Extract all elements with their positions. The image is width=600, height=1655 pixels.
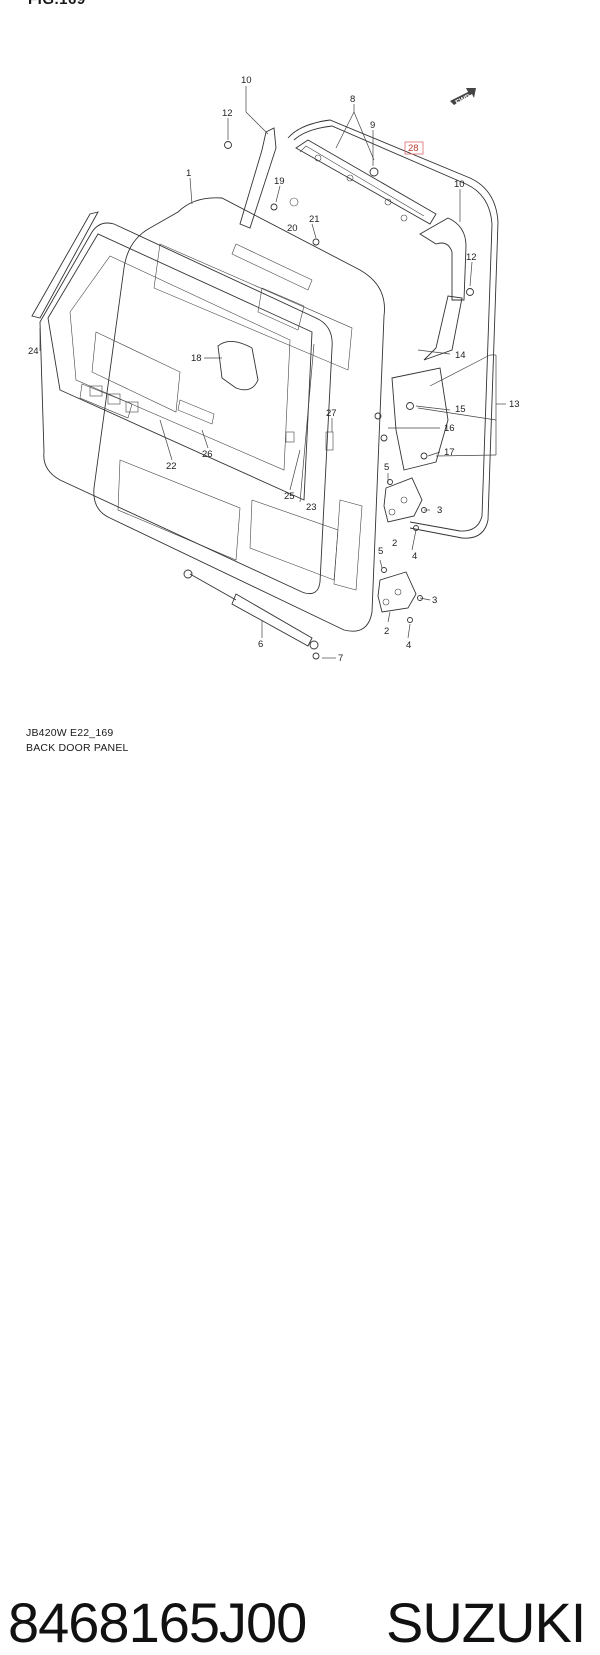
- latch-cover: [391, 367, 449, 471]
- callout-21: 21: [309, 214, 320, 225]
- side-trim: [419, 217, 467, 361]
- exploded-parts-diagram: FWD: [28, 75, 520, 664]
- callout-20: 20: [287, 223, 298, 234]
- brand-name: SUZUKI: [386, 1591, 586, 1654]
- callout-15: 15: [455, 404, 466, 415]
- callout-2b: 2: [384, 626, 389, 637]
- callout-5a: 5: [384, 462, 389, 473]
- weatherstrip-seal: [287, 119, 499, 539]
- callout-3b: 3: [432, 595, 437, 606]
- callout-17: 17: [444, 447, 455, 458]
- callout-12b: 12: [466, 252, 477, 263]
- callout-19: 19: [274, 176, 285, 187]
- callout-7: 7: [338, 653, 343, 664]
- callout-9: 9: [370, 120, 375, 131]
- fwd-arrow-icon: FWD: [450, 88, 476, 107]
- reference-box-label: 28: [408, 143, 419, 154]
- callout-16: 16: [444, 423, 455, 434]
- callout-1: 1: [186, 168, 191, 179]
- figure-title: FIG.169: [28, 0, 86, 8]
- diagram-caption: BACK DOOR PANEL: [26, 742, 129, 754]
- callout-13: 13: [509, 399, 520, 410]
- callout-14: 14: [455, 350, 466, 361]
- diagram-code: JB420W E22_169: [26, 727, 114, 739]
- back-door-inner-panel: [93, 197, 385, 632]
- gas-strut: [183, 569, 319, 650]
- upper-garnish-strip: [295, 139, 437, 225]
- callout-22: 22: [166, 461, 177, 472]
- footer: 8468165J00 SUZUKI: [0, 772, 600, 1654]
- callout-4b: 4: [406, 640, 411, 651]
- callout-25: 25: [284, 491, 295, 502]
- left-trim: [239, 127, 277, 229]
- leader-lines: [39, 86, 506, 659]
- callout-2a: 2: [392, 538, 397, 549]
- callout-18: 18: [191, 353, 202, 364]
- callout-12a: 12: [222, 108, 233, 119]
- fasteners: [224, 141, 474, 660]
- callout-5b: 5: [378, 546, 383, 557]
- part-number: 8468165J00: [8, 1591, 307, 1654]
- callout-8: 8: [350, 94, 355, 105]
- callout-3a: 3: [437, 505, 442, 516]
- callout-26: 26: [202, 449, 213, 460]
- callout-10: 10: [454, 179, 465, 190]
- svg-text:FWD: FWD: [455, 93, 472, 106]
- callout-6: 6: [258, 639, 263, 650]
- callout-11: 10: [241, 75, 252, 86]
- back-door-outer-panel: [31, 211, 333, 595]
- callout-24: 24: [28, 346, 39, 357]
- lower-hinge: [377, 571, 417, 613]
- reference-box: [404, 141, 424, 155]
- callout-4a: 4: [412, 551, 417, 562]
- callout-23: 23: [306, 502, 317, 513]
- upper-hinge: [383, 477, 423, 523]
- callout-labels: 10 12 8 9 10 12 1 19 20 21 18 24 14 13 1…: [28, 75, 520, 664]
- callout-27: 27: [326, 408, 337, 419]
- diagram-panel: FIG.169 FWD: [0, 0, 600, 772]
